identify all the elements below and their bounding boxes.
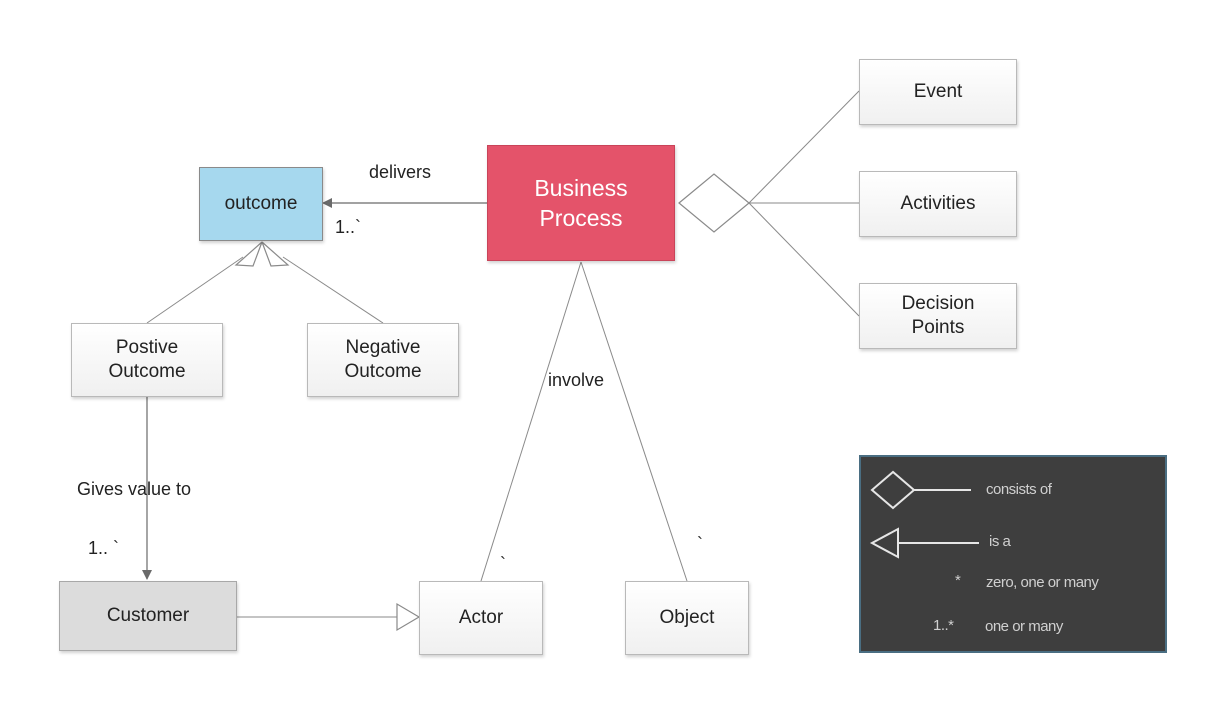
legend-one-many-label: one or many xyxy=(985,618,1063,635)
legend-consists-of-label: consists of xyxy=(986,481,1052,498)
consists-of-event-connector xyxy=(748,90,860,204)
gives-value-multiplicity-label: 1.. ` xyxy=(88,538,120,558)
generalization-triangle-actor xyxy=(396,602,421,632)
legend-symbols xyxy=(869,470,979,559)
outcome-node[interactable]: outcome xyxy=(199,167,323,241)
delivers-label: delivers xyxy=(369,162,432,182)
legend-one-many-symbol: 1..* xyxy=(933,617,954,634)
involve-actor-connector xyxy=(480,261,582,582)
delivers-multiplicity-label: 1..` xyxy=(335,217,362,237)
legend-diamond-icon xyxy=(870,470,916,510)
decision-points-node[interactable]: Decision Points xyxy=(859,283,1017,349)
negative-outcome-node[interactable]: Negative Outcome xyxy=(307,323,459,397)
activities-node[interactable]: Activities xyxy=(859,171,1017,237)
negative-is-a-outcome-connector xyxy=(282,256,384,324)
positive-is-a-outcome-connector xyxy=(146,256,244,324)
actor-node[interactable]: Actor xyxy=(419,581,543,655)
positive-outcome-node[interactable]: Postive Outcome xyxy=(71,323,223,397)
legend-zero-many-label: zero, one or many xyxy=(986,574,1099,591)
gives-value-label: Gives value to xyxy=(77,479,192,499)
involve-object-connector xyxy=(580,261,688,582)
generalization-triangle-left xyxy=(234,241,263,267)
business-process-node[interactable]: Business Process xyxy=(487,145,675,261)
event-node[interactable]: Event xyxy=(859,59,1017,125)
legend-zero-many-symbol: * xyxy=(955,572,961,589)
involve-object-multiplicity-label: ` xyxy=(697,534,703,554)
legend-triangle-icon xyxy=(869,527,899,559)
consists-of-decision-points-connector xyxy=(748,202,860,317)
customer-node[interactable]: Customer xyxy=(59,581,237,651)
generalization-triangle-right xyxy=(261,241,290,267)
object-node[interactable]: Object xyxy=(625,581,749,655)
involve-label: involve xyxy=(548,370,605,390)
involve-actor-multiplicity-label: ` xyxy=(500,554,506,574)
composition-diamond xyxy=(678,173,750,233)
legend-is-a-label: is a xyxy=(989,533,1011,550)
legend-panel: consists of is a * zero, one or many 1..… xyxy=(859,455,1167,653)
